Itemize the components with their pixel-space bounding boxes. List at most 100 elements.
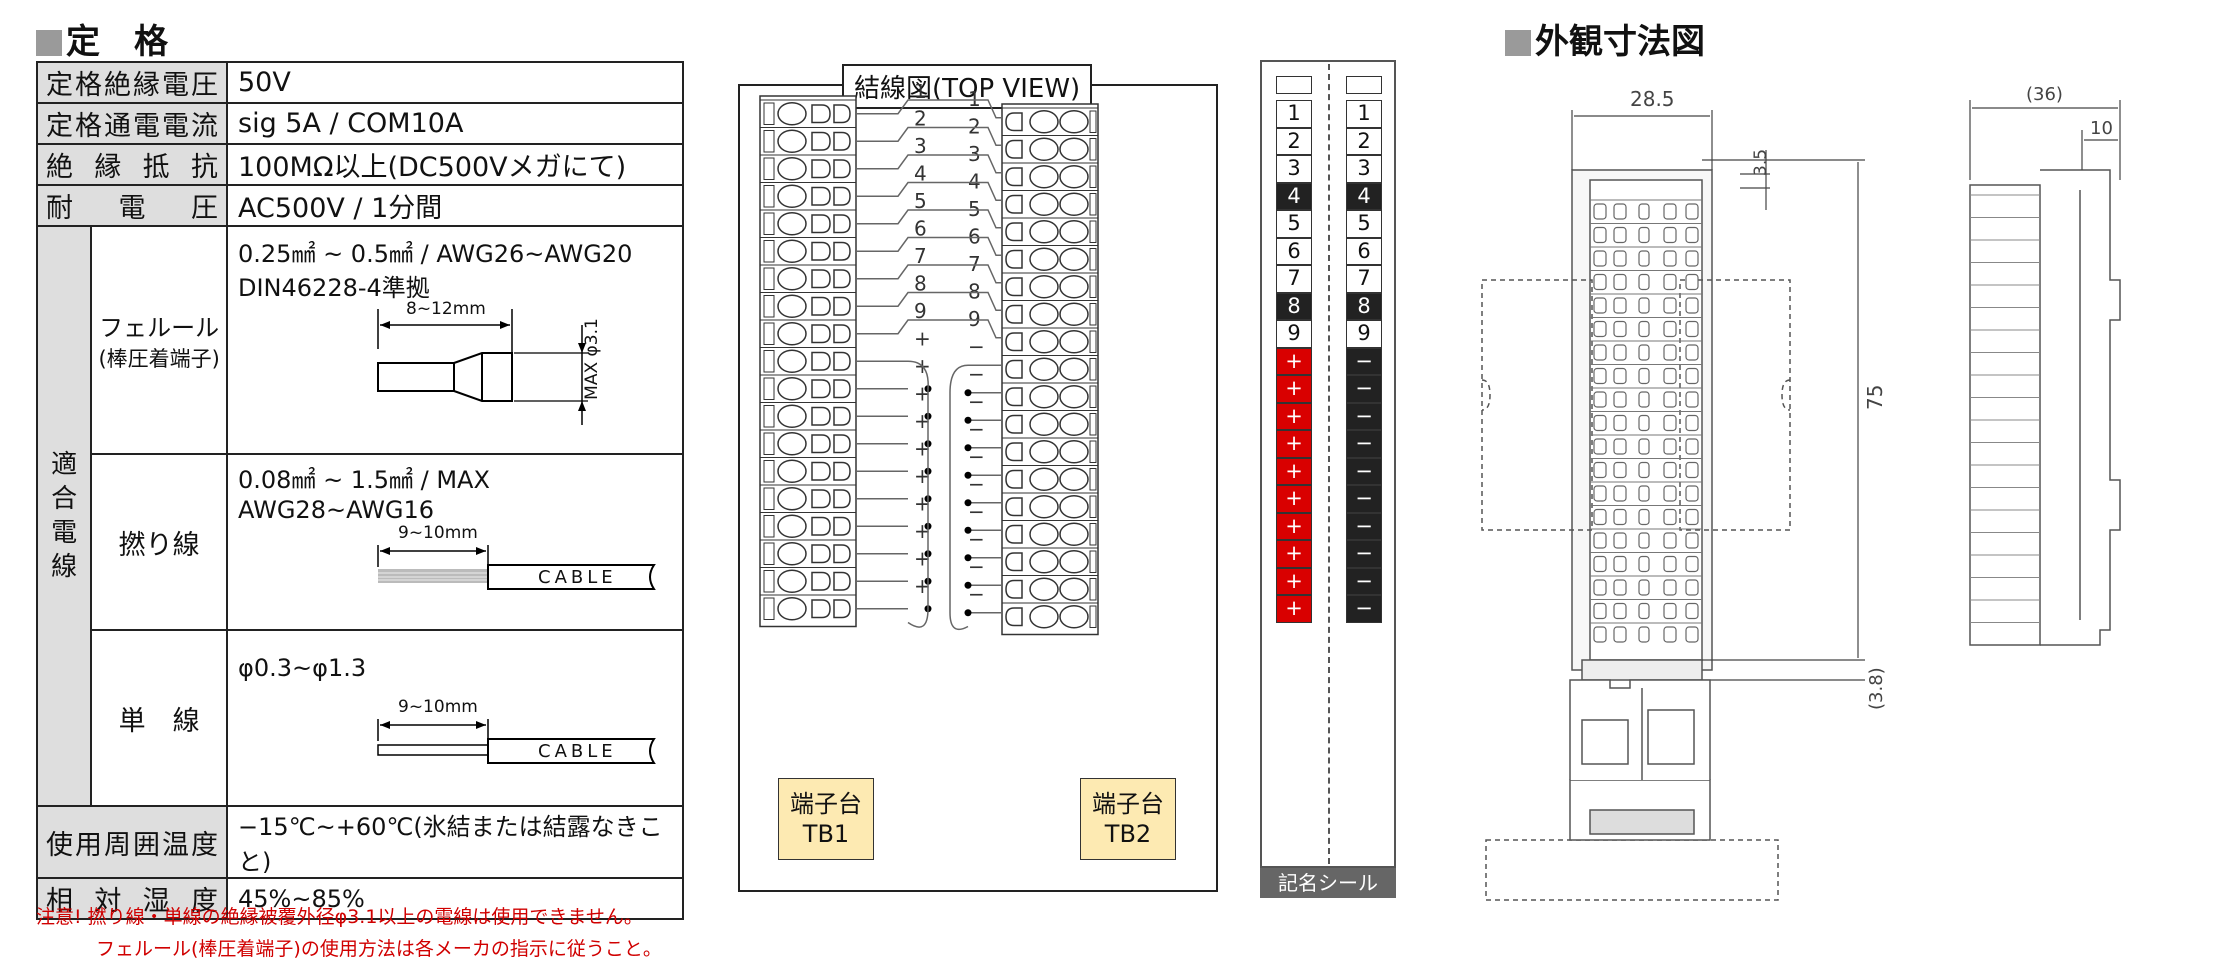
seal-cell: 5: [1276, 210, 1312, 238]
seal-cell: −: [1346, 567, 1382, 595]
square-bullet-icon: [36, 30, 62, 56]
seal-cell: 7: [1276, 265, 1312, 293]
terminal-slot: [1638, 461, 1650, 479]
terminal-slot: [1613, 250, 1627, 267]
terminal-slot: [1663, 508, 1677, 526]
tb1-latch: [763, 515, 775, 538]
terminal-slot: [1685, 367, 1699, 385]
terminal-slot: [1593, 414, 1607, 432]
ferrule-sublabel: (棒圧着端子): [98, 346, 220, 371]
terminal-slot: [1663, 226, 1677, 244]
seal-cell: 4: [1346, 182, 1382, 210]
tb1-pin-label: +: [914, 464, 931, 488]
seal-cell: −: [1346, 457, 1382, 485]
junction-dot: [964, 554, 972, 562]
terminal-slot: [1593, 367, 1607, 385]
terminal-slot: [1593, 226, 1607, 244]
front-dimension-lines: [1571, 110, 1865, 681]
tb1-screw: [833, 544, 851, 564]
spec-label: 絶縁抵抗: [36, 143, 228, 186]
spec-value: 45%~85%: [226, 877, 684, 920]
tb2-hole: [1059, 467, 1089, 491]
tb2-pin-label: −: [968, 390, 985, 414]
terminal-slot: [1613, 203, 1627, 220]
tb1-latch: [763, 377, 775, 400]
terminal-slot: [1663, 250, 1677, 267]
tb1-latch: [763, 570, 775, 593]
tb2-clamp: [1005, 194, 1023, 214]
terminal-slot: [1638, 602, 1650, 620]
tb2-latch: [1089, 193, 1097, 216]
tb1-pin-label: +: [914, 327, 931, 351]
tb2-pin-label: −: [968, 555, 985, 579]
terminal-slot: [1663, 579, 1677, 596]
tb2-hole: [1059, 137, 1089, 161]
tb2-clamp: [1005, 442, 1023, 462]
terminal-slot: [1613, 297, 1627, 314]
terminal-slot: [1638, 532, 1650, 549]
tb1-screw: [833, 104, 851, 124]
terminal-slot: [1663, 485, 1677, 502]
tb2-latch: [1089, 468, 1097, 491]
tb2-pin-label: 7: [968, 252, 981, 276]
tb2-hole: [1059, 605, 1089, 629]
terminal-slot: [1593, 344, 1607, 361]
tb1-latch: [763, 212, 775, 235]
tb1-screw: [833, 131, 851, 151]
tb1-hole: [777, 349, 807, 373]
tb2-clamp: [1005, 359, 1023, 379]
tb1-hole: [777, 569, 807, 593]
tb2-hole: [1059, 440, 1089, 464]
tb1-latch: [763, 240, 775, 263]
seal-cell: 7: [1346, 265, 1382, 293]
terminal-slot: [1638, 367, 1650, 385]
tb1-pin-label: 7: [914, 244, 927, 268]
terminal-slot: [1593, 203, 1607, 220]
tb1-hole: [777, 267, 807, 291]
seal-caption: 記名シール: [1260, 868, 1396, 898]
tb1-latch: [763, 542, 775, 565]
terminal-slot: [1613, 485, 1627, 502]
tb2-clamp: [1005, 112, 1023, 132]
tb1-hole: [777, 184, 807, 208]
tb2-hole: [1029, 522, 1059, 546]
tb1-clamp: [811, 461, 831, 481]
tb2-clamp: [1005, 524, 1023, 544]
tb2-hole: [1029, 275, 1059, 299]
wire: [856, 264, 1002, 284]
dims-section-title: 外観寸法図: [1505, 14, 1705, 63]
wire: [856, 209, 1002, 229]
terminal-slot: [1613, 273, 1627, 291]
tb1-pin-label: 4: [914, 162, 927, 186]
tb2-hole: [1059, 275, 1089, 299]
tb1-clamp: [811, 324, 831, 344]
tb1-clamp: [811, 131, 831, 151]
seal-cell: +: [1276, 567, 1312, 595]
tb2-pin-label: −: [968, 472, 985, 496]
tb1-hole: [777, 129, 807, 153]
terminal-slot: [1685, 508, 1699, 526]
side-dimension-lines: [1969, 100, 2121, 180]
seal-cell: −: [1346, 595, 1382, 623]
terminal-slot: [1593, 579, 1607, 596]
terminal-slot: [1593, 273, 1607, 291]
tb1-pin-label: +: [914, 519, 931, 543]
terminal-slot: [1685, 579, 1699, 596]
tb1-screw: [833, 159, 851, 179]
spec-label: 相対湿度: [36, 877, 228, 920]
wire: [856, 319, 1002, 339]
tb2-hole: [1029, 137, 1059, 161]
tb2-pin-label: −: [968, 582, 985, 606]
terminal-slot: [1663, 367, 1677, 385]
tb2-latch: [1089, 248, 1097, 271]
wire: [856, 291, 1002, 311]
terminal-slot: [1593, 532, 1607, 549]
junction-dot: [964, 581, 972, 589]
junction-dot: [964, 609, 972, 617]
seal-divider: [1328, 64, 1330, 864]
tb1-screw: [833, 489, 851, 509]
tb1-screw: [833, 214, 851, 234]
terminal-slot: [1613, 226, 1627, 244]
